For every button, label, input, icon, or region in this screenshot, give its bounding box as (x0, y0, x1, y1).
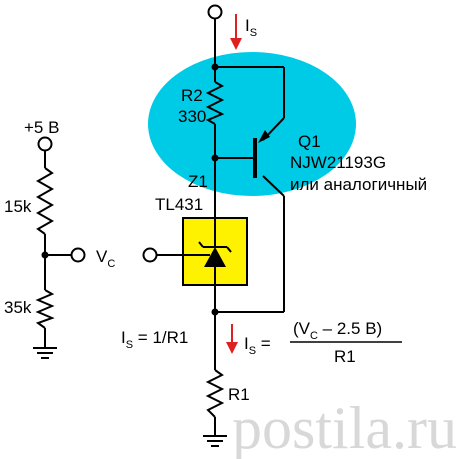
q1-emitter-arrow (258, 130, 270, 143)
z1-part: TL431 (155, 195, 203, 214)
vc-label: VC (96, 247, 115, 270)
r-bottom-value: 35k (4, 298, 32, 317)
is-r1-equation: IS = 1/R1 (121, 328, 188, 351)
divider-tap-terminal (70, 247, 86, 263)
is-formula-lhs: IS = (244, 334, 271, 357)
formula-denominator: R1 (334, 347, 356, 366)
q1-name: Q1 (298, 132, 321, 151)
watermark: postila.ru (232, 395, 457, 459)
formula-numerator: (VC – 2.5 В) (293, 319, 382, 342)
current-arrow-bottom (226, 324, 238, 354)
r-top-value: 15k (4, 197, 32, 216)
r2-name: R2 (181, 86, 203, 105)
ground-divider (33, 347, 57, 359)
ground-r1 (203, 435, 227, 447)
r-bottom-resistor (35, 289, 55, 329)
supply-terminal (207, 4, 223, 20)
tl431-symbol (183, 218, 232, 285)
current-arrow-top (230, 14, 242, 50)
transistor-highlight (148, 52, 356, 196)
r2-value: 330 (178, 107, 206, 126)
plus5-terminal (37, 136, 53, 152)
vc-terminal (142, 247, 158, 263)
r2-resistor (205, 81, 225, 125)
q1-alt: или аналогичный (290, 175, 427, 194)
q1-part: NJW21193G (290, 153, 386, 172)
r-top-resistor (35, 167, 55, 235)
junctions (41, 63, 219, 316)
r1-resistor (205, 369, 225, 418)
z1-name: Z1 (188, 172, 208, 191)
is-top-label: IS (245, 16, 257, 39)
supply-label: +5 В (24, 118, 59, 137)
r1-name: R1 (228, 385, 250, 404)
